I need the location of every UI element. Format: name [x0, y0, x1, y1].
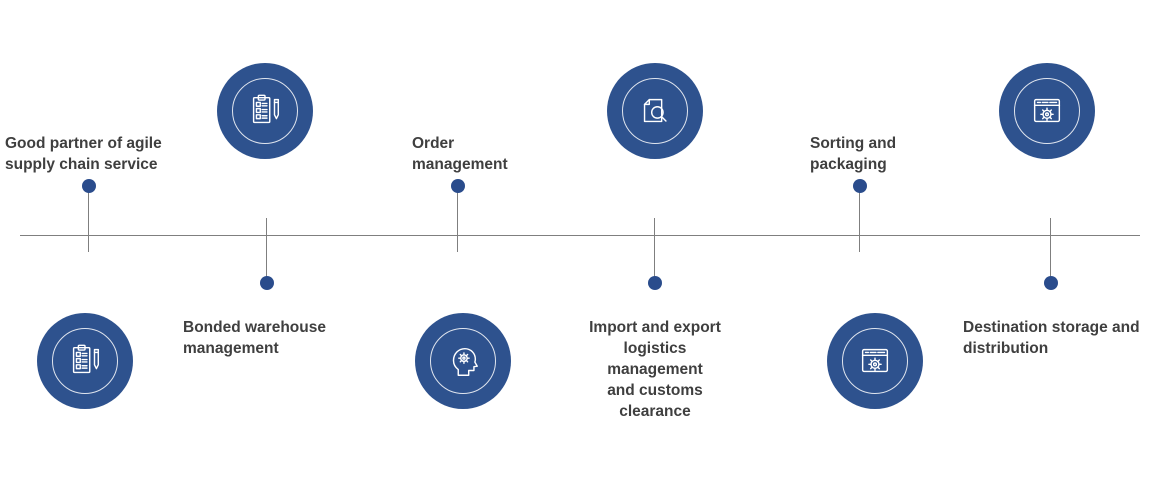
timeline-connector — [457, 185, 458, 252]
timeline-dot — [451, 179, 465, 193]
icon-ring — [430, 328, 496, 394]
step-circle — [415, 313, 511, 409]
timeline-dot — [82, 179, 96, 193]
timeline-connector — [266, 218, 267, 283]
timeline-dot — [648, 276, 662, 290]
head-gear-icon — [452, 347, 478, 376]
timeline-connector — [654, 218, 655, 283]
step-label: Import and export logistics management a… — [589, 319, 721, 420]
timeline-axis — [20, 235, 1140, 236]
step-circle — [217, 63, 313, 159]
step-circle — [999, 63, 1095, 159]
step-label: Good partner of agile supply chain servi… — [5, 135, 162, 173]
icon-ring — [232, 78, 298, 144]
timeline-connector — [1050, 218, 1051, 283]
step-circle — [827, 313, 923, 409]
clipboard-pen-icon — [252, 94, 280, 124]
browser-gear-icon — [861, 348, 889, 373]
document-search-icon — [643, 98, 667, 123]
icon-ring — [842, 328, 908, 394]
browser-gear-icon — [1033, 98, 1061, 123]
step-circle — [607, 63, 703, 159]
step-label: Destination storage and distribution — [963, 319, 1140, 357]
timeline-connector — [88, 185, 89, 252]
icon-ring — [52, 328, 118, 394]
step-circle — [37, 313, 133, 409]
timeline-connector — [859, 185, 860, 252]
timeline-dot — [260, 276, 274, 290]
timeline-dot — [1044, 276, 1058, 290]
icon-ring — [1014, 78, 1080, 144]
timeline-dot — [853, 179, 867, 193]
step-label: Order management — [412, 135, 508, 173]
clipboard-pen-icon — [72, 344, 100, 374]
step-label: Sorting and packaging — [810, 135, 897, 173]
step-label: Bonded warehouse management — [183, 319, 326, 357]
icon-ring — [622, 78, 688, 144]
